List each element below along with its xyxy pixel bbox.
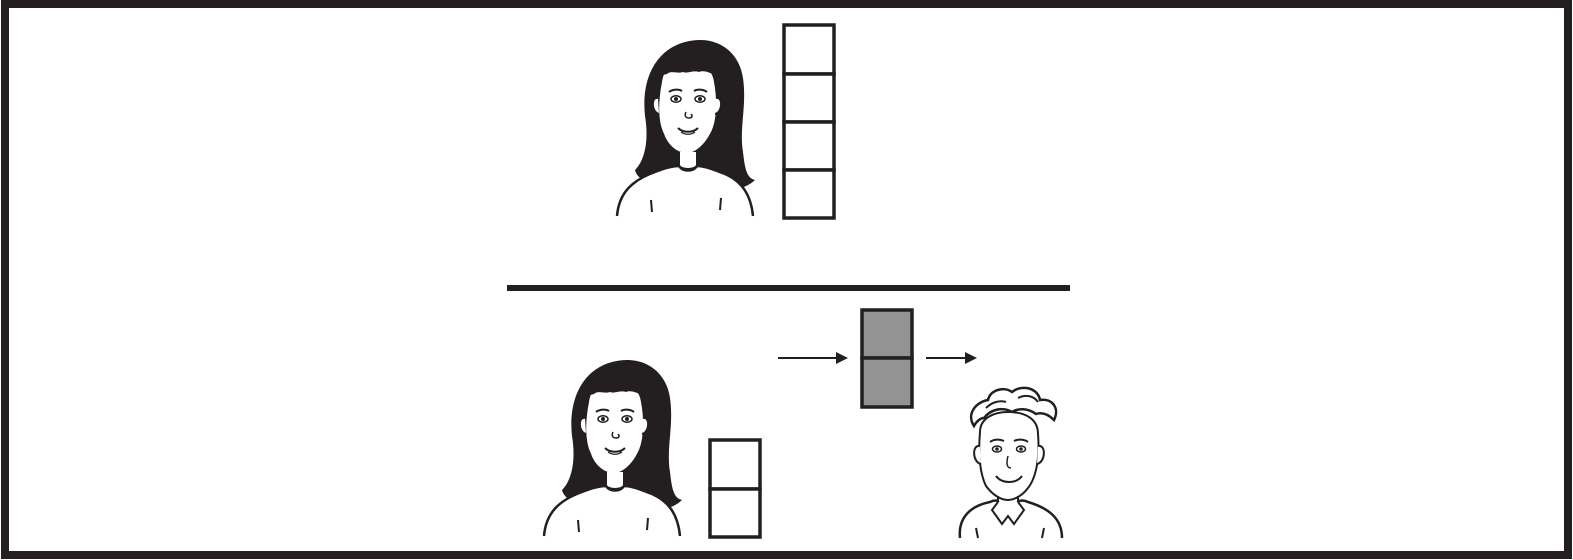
block [710,489,760,537]
block [862,310,912,358]
block [784,170,834,218]
block-stack-kept [710,440,760,537]
block [784,74,834,122]
block-stack-given [862,310,912,407]
block-stack-four [784,25,834,218]
block [784,122,834,170]
block [862,358,912,407]
block [784,25,834,74]
block [710,440,760,489]
